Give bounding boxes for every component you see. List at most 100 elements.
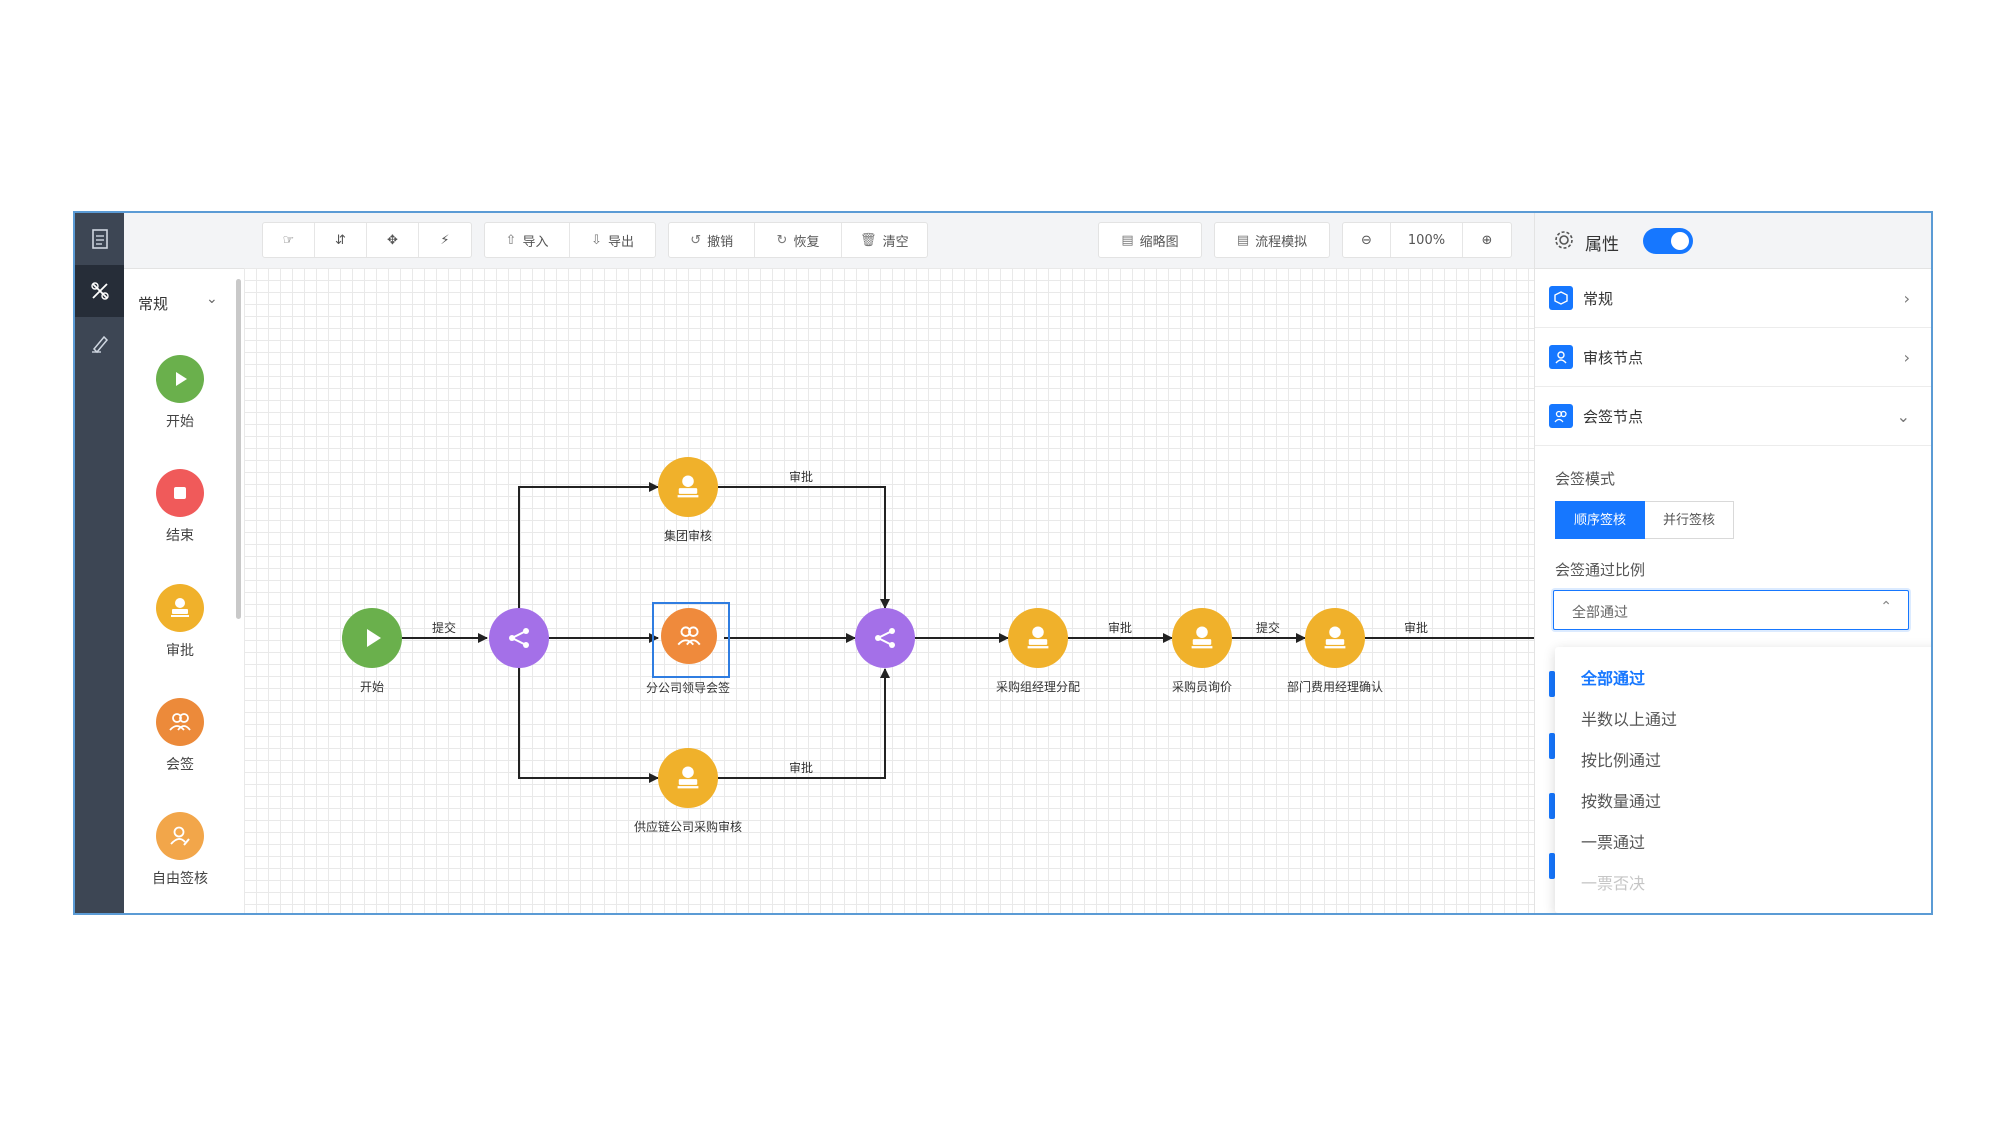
node-palette: 常规 ⌄ 开始 结束 审批 会签 xyxy=(124,213,245,913)
ratio-option[interactable]: 全部通过 xyxy=(1581,669,1646,688)
edge-label: 审批 xyxy=(1403,621,1429,635)
select-area-icon[interactable]: ⇵ xyxy=(315,223,367,257)
properties-panel: 属性 常规 › 审核节点 › 会签节点 ⌄ 会签模式 顺序签核 并行签核 会签通… xyxy=(1534,213,1931,913)
palette-item-label: 结束 xyxy=(166,528,194,544)
export-button[interactable]: ⇩导出 xyxy=(570,223,655,257)
ratio-option[interactable]: 按比例通过 xyxy=(1581,751,1662,770)
chevron-up-icon: ⌃ xyxy=(1880,599,1892,615)
map-icon: ▤ xyxy=(1121,232,1134,248)
undo-label: 撤销 xyxy=(707,234,734,250)
ratio-option[interactable]: 一票通过 xyxy=(1581,833,1646,852)
simulate-button[interactable]: ▤流程模拟 xyxy=(1215,223,1329,257)
node-join-gateway[interactable] xyxy=(855,608,915,668)
gear-icon xyxy=(1555,231,1573,249)
palette-item-free-sign[interactable]: 自由签核 xyxy=(124,812,236,888)
palette-item-label: 审批 xyxy=(166,643,194,659)
stamp-icon xyxy=(1027,626,1049,649)
node-group-review[interactable] xyxy=(658,457,718,517)
palette-scrollbar[interactable] xyxy=(236,279,241,619)
toolbar-group-zoom: ⊖ 100% ⊕ xyxy=(1342,222,1512,258)
toolbar: ☞ ⇵ ✥ ⚡ ⇧ 导入 ⇩导出 ↺撤销 ↻恢复 🗑 清空 ▤ 缩略图 ▤流程模拟 ⊖… xyxy=(244,213,1534,269)
import-label: 导入 xyxy=(522,234,549,250)
upload-icon: ⇧ xyxy=(505,232,517,248)
chevron-down-icon: ⌄ xyxy=(1896,406,1910,426)
section-title: 会签节点 xyxy=(1583,407,1644,426)
ratio-option[interactable]: 半数以上通过 xyxy=(1581,710,1678,729)
node-label: 采购组经理分配 xyxy=(995,680,1081,694)
edge-label: 审批 xyxy=(788,470,814,484)
clear-label: 清空 xyxy=(882,234,909,250)
stamp-icon xyxy=(1191,626,1213,649)
stamp-icon xyxy=(156,584,204,632)
section-general[interactable]: 常规 › xyxy=(1535,269,1931,328)
node-start[interactable] xyxy=(342,608,402,668)
section-review-node[interactable]: 审核节点 › xyxy=(1535,328,1931,387)
mode-sequential-button[interactable]: 顺序签核 xyxy=(1555,501,1646,539)
properties-toggle[interactable] xyxy=(1643,228,1693,254)
node-branch-countersign[interactable] xyxy=(661,608,717,664)
user-edit-icon xyxy=(156,812,204,860)
ratio-option: 一票否决 xyxy=(1581,874,1646,893)
node-fork-gateway[interactable] xyxy=(489,608,549,668)
play-icon xyxy=(367,629,381,647)
flow-canvas[interactable]: 开始 集团审核 分公司领导会签 供应链公司采购审核 采购组经理分配 xyxy=(244,268,1534,913)
section-marker xyxy=(1549,733,1555,759)
connect-icon[interactable]: ⚡ xyxy=(440,232,450,248)
document-icon[interactable] xyxy=(75,213,124,265)
ratio-label: 会签通过比例 xyxy=(1555,561,1646,579)
zoom-level: 100% xyxy=(1391,223,1463,257)
chevron-right-icon: › xyxy=(1903,288,1910,308)
section-title: 常规 xyxy=(1583,289,1614,308)
pointer-icon[interactable]: ☞ xyxy=(263,223,315,257)
ratio-option[interactable]: 按数量通过 xyxy=(1581,792,1662,811)
ratio-dropdown: 全部通过 半数以上通过 按比例通过 按数量通过 一票通过 一票否决 xyxy=(1555,647,1931,913)
node-label: 集团审核 xyxy=(663,529,713,543)
import-button[interactable]: ⇧ 导入 xyxy=(485,223,570,257)
undo-button[interactable]: ↺撤销 xyxy=(669,223,756,257)
edge-supply-to-join xyxy=(718,668,890,779)
redo-button[interactable]: ↻恢复 xyxy=(755,223,842,257)
mode-label: 会签模式 xyxy=(1555,470,1616,488)
branch-icon xyxy=(875,628,895,648)
palette-item-countersign[interactable]: 会签 xyxy=(124,698,236,774)
edge-group-to-join xyxy=(718,486,890,609)
toolbar-group-thumb: ▤ 缩略图 xyxy=(1098,222,1202,258)
clear-button[interactable]: 🗑 清空 xyxy=(842,223,927,257)
node-supply-review[interactable] xyxy=(658,748,718,808)
redo-label: 恢复 xyxy=(793,234,820,250)
properties-header: 属性 xyxy=(1535,213,1931,269)
palette-item-approval[interactable]: 审批 xyxy=(124,584,236,660)
move-icon[interactable]: ✥ xyxy=(367,223,419,257)
ratio-select[interactable]: 全部通过 ⌃ xyxy=(1553,590,1909,630)
palette-category[interactable]: 常规 xyxy=(138,295,169,313)
zoom-out-icon[interactable]: ⊖ xyxy=(1343,223,1391,257)
branch-icon xyxy=(509,628,529,648)
edge-label: 审批 xyxy=(1107,621,1133,635)
palette-item-end[interactable]: 结束 xyxy=(124,469,236,545)
section-marker xyxy=(1549,853,1555,879)
thumbnail-label: 缩略图 xyxy=(1139,234,1179,250)
node-dept-confirm[interactable] xyxy=(1305,608,1365,668)
toolbar-group-history: ↺撤销 ↻恢复 🗑 清空 xyxy=(668,222,928,258)
chevron-down-icon[interactable]: ⌄ xyxy=(206,291,218,307)
zoom-in-icon[interactable]: ⊕ xyxy=(1481,232,1493,248)
palette-item-label: 开始 xyxy=(166,414,194,430)
user-icon xyxy=(1549,345,1573,369)
toolbar-group-simulate: ▤流程模拟 xyxy=(1214,222,1330,258)
section-title: 审核节点 xyxy=(1583,348,1644,367)
properties-title: 属性 xyxy=(1585,235,1619,255)
palette-item-label: 自由签核 xyxy=(152,871,208,887)
chevron-right-icon: › xyxy=(1903,347,1910,367)
section-countersign-node[interactable]: 会签节点 ⌄ xyxy=(1535,387,1931,446)
download-icon: ⇩ xyxy=(591,232,602,248)
node-buyer-price[interactable] xyxy=(1172,608,1232,668)
left-rail xyxy=(75,213,124,913)
thumbnail-button[interactable]: ▤ 缩略图 xyxy=(1099,223,1201,257)
trash-icon: 🗑 xyxy=(860,232,877,248)
tools-icon[interactable] xyxy=(75,265,124,317)
node-purchase-manager[interactable] xyxy=(1008,608,1068,668)
palette-item-start[interactable]: 开始 xyxy=(124,355,236,431)
pen-icon[interactable] xyxy=(75,317,124,369)
mode-parallel-button[interactable]: 并行签核 xyxy=(1645,501,1735,539)
toggle-knob xyxy=(1671,232,1689,250)
